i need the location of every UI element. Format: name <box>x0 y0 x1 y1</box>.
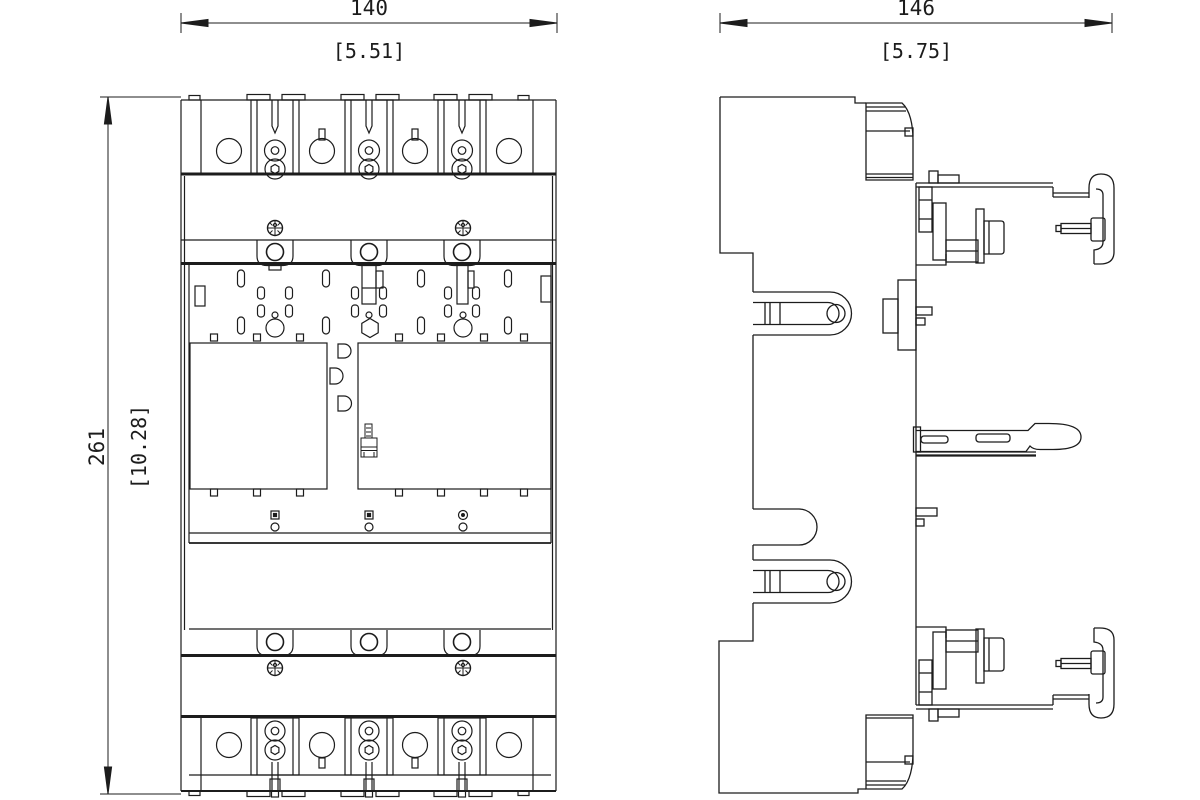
dim-overall-height: 261 [10.28] <box>85 96 181 795</box>
side-front-block-top <box>865 102 914 181</box>
dim-arrow-down-icon <box>103 766 113 795</box>
front-upper-loop-terminals <box>256 239 481 305</box>
front-width-mm: 140 <box>350 0 388 20</box>
dim-arrow-up-icon <box>103 96 113 125</box>
dim-side-width: 146 [5.75] <box>719 0 1113 63</box>
front-top-tabs <box>188 93 530 101</box>
side-rear-connector-bottom <box>915 626 1115 722</box>
front-outer-frame <box>180 99 557 792</box>
side-mid-bracket <box>882 279 938 527</box>
front-bottom-tabs <box>188 790 530 798</box>
side-body-outline <box>718 96 917 794</box>
front-lower-screws <box>266 659 472 677</box>
front-top-terminal-block <box>200 99 534 180</box>
front-lower-loop-terminals <box>256 629 481 657</box>
side-rear-connector-top <box>915 170 1115 266</box>
dim-arrow-left-icon <box>719 18 748 28</box>
side-view <box>718 96 1115 794</box>
dim-arrow-right-icon <box>529 18 558 28</box>
overall-height-in: [10.28] <box>127 405 151 489</box>
dim-arrow-right-icon <box>1084 18 1113 28</box>
overall-height-mm: 261 <box>85 428 109 466</box>
front-perforated-plate <box>188 265 552 544</box>
side-slide-latch <box>912 422 1082 457</box>
front-upper-screws <box>266 219 472 237</box>
front-bottom-terminal-block <box>189 717 551 798</box>
dim-arrow-left-icon <box>180 18 209 28</box>
side-width-mm: 146 <box>897 0 935 20</box>
side-clevis-lower <box>752 559 853 604</box>
seal-plug-icon <box>360 423 378 458</box>
side-front-block-bottom <box>865 714 914 790</box>
side-width-in: [5.75] <box>880 39 952 63</box>
dim-front-width: 140 [5.51] <box>180 0 558 63</box>
front-cover-panels <box>189 342 552 497</box>
front-view <box>180 93 557 798</box>
front-width-in: [5.51] <box>333 39 405 63</box>
front-lower-fixing-points <box>270 509 469 532</box>
side-clevis-upper <box>752 291 853 336</box>
